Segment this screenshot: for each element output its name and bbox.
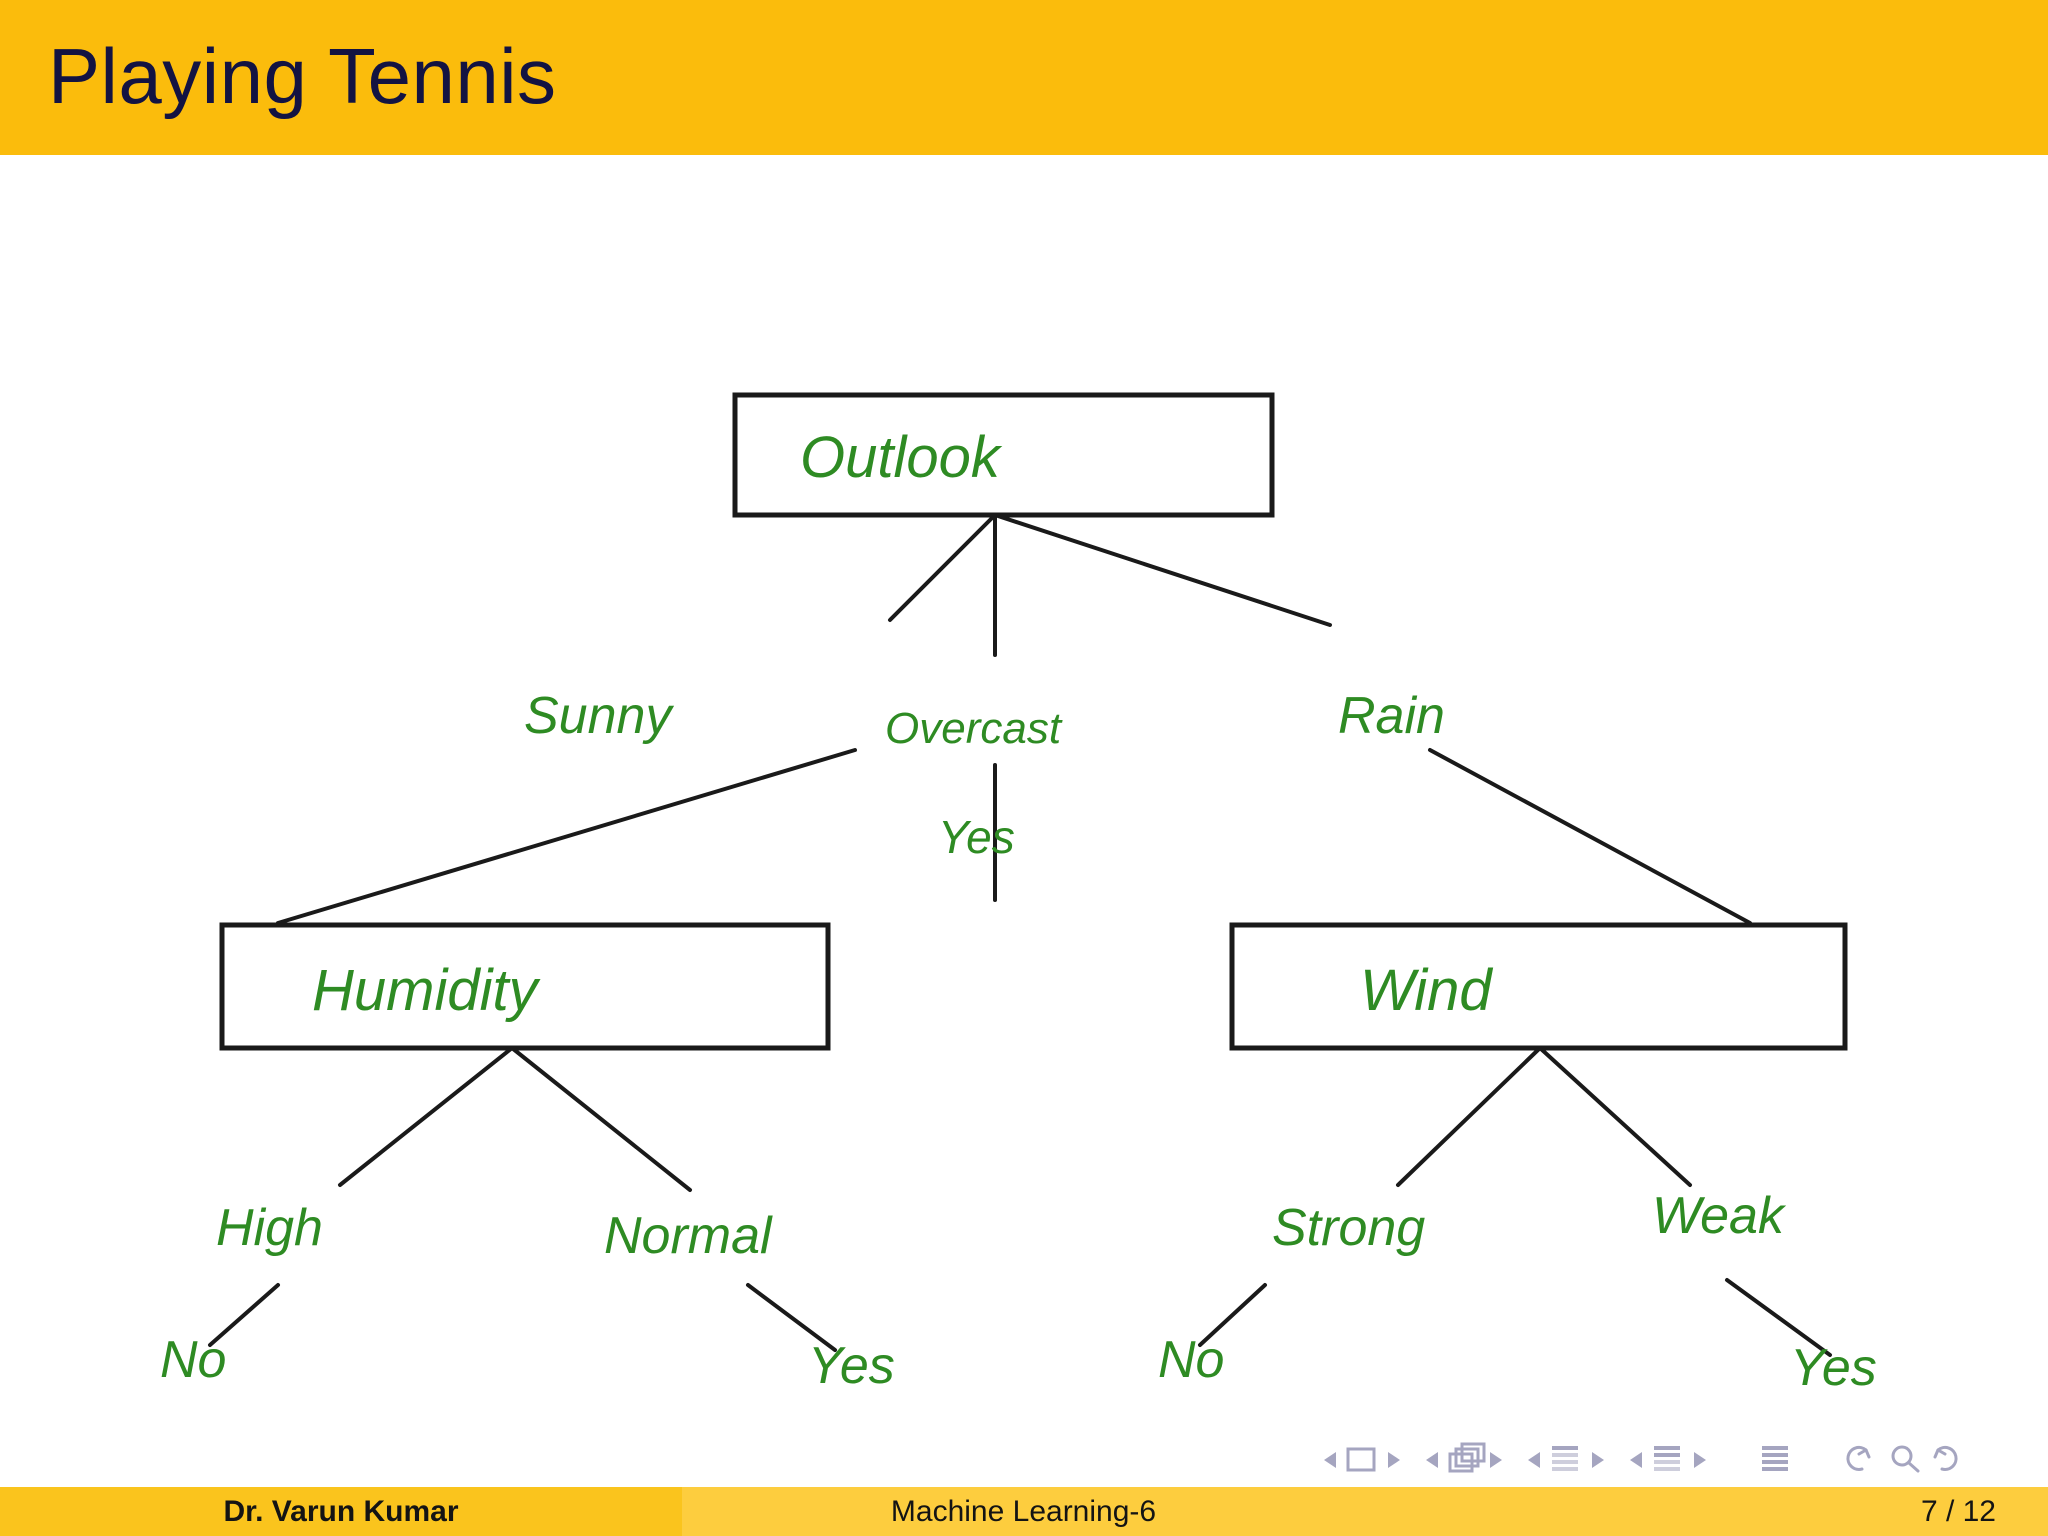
node-label-humidity: Humidity — [312, 958, 541, 1023]
leaf-label-overcast-yes: Yes — [938, 811, 1015, 863]
tree-node-labels: Outlook Humidity Wind — [312, 425, 1493, 1023]
edge-label-rain: Rain — [1338, 687, 1445, 745]
edge-line-wind-strong-upper — [1396, 1046, 1542, 1187]
edge-line-humidity-normal-upper — [510, 1046, 692, 1192]
edge-line-outlook-rain-lower — [1428, 748, 1752, 925]
leaf-label-weak-yes: Yes — [1790, 1339, 1877, 1397]
prev-frame-icon — [1426, 1452, 1438, 1468]
edge-line-outlook-sunny-upper — [888, 513, 997, 622]
back-icon-head — [1857, 1448, 1871, 1459]
tree-edge-labels: Sunny Overcast Rain High Normal Strong W… — [216, 687, 1787, 1265]
edge-label-weak: Weak — [1652, 1187, 1787, 1245]
footer-page-number: 7 / 12 — [1365, 1487, 2048, 1536]
edge-line-wind-strong-lower — [1198, 1283, 1267, 1347]
slide-title-bar: Playing Tennis — [0, 0, 2048, 155]
forward-icon — [1936, 1445, 1958, 1471]
edge-label-overcast: Overcast — [885, 704, 1063, 753]
node-box-wind — [1229, 922, 1848, 1051]
next-frame-icon — [1490, 1452, 1502, 1468]
leaf-label-strong-no: No — [1158, 1331, 1224, 1389]
next-subsection-icon — [1592, 1452, 1604, 1468]
node-label-wind: Wind — [1360, 958, 1493, 1023]
footer-author: Dr. Varun Kumar — [0, 1487, 682, 1536]
next-section-icon — [1694, 1452, 1706, 1468]
slide-icon — [1346, 1447, 1376, 1472]
edge-line-wind-weak-upper — [1538, 1046, 1692, 1187]
slide-footer: Dr. Varun Kumar Machine Learning-6 7 / 1… — [0, 1487, 2048, 1536]
edge-label-strong: Strong — [1272, 1199, 1425, 1257]
node-label-outlook: Outlook — [800, 425, 1003, 490]
node-box-outlook — [732, 392, 1275, 518]
document-icon — [1762, 1446, 1788, 1471]
leaf-label-high-no: No — [160, 1331, 226, 1389]
back-icon — [1846, 1445, 1868, 1471]
search-icon — [1891, 1445, 1913, 1467]
next-slide-icon — [1388, 1452, 1400, 1468]
edge-line-outlook-sunny-lower — [276, 748, 857, 925]
edge-label-high: High — [216, 1199, 323, 1257]
node-box-humidity — [219, 922, 831, 1051]
prev-slide-icon — [1324, 1452, 1336, 1468]
prev-section-icon — [1630, 1452, 1642, 1468]
tree-leaf-labels: Yes No Yes No Yes — [160, 811, 1877, 1397]
edge-line-humidity-high-upper — [338, 1046, 514, 1187]
edge-label-sunny: Sunny — [524, 687, 674, 745]
frame-icon — [1448, 1442, 1486, 1473]
edge-line-humidity-high-lower — [208, 1283, 280, 1347]
decision-tree-diagram: Outlook Humidity Wind Sunny Overcast Rai… — [160, 392, 1877, 1397]
subsection-icon — [1552, 1446, 1578, 1471]
edge-line-humidity-normal-lower — [746, 1283, 837, 1352]
forward-icon-head — [1933, 1448, 1947, 1459]
page-title: Playing Tennis — [48, 32, 557, 120]
tree-edges — [208, 513, 1832, 1357]
edge-line-wind-weak-lower — [1725, 1278, 1832, 1357]
search-icon-handle — [1907, 1461, 1920, 1473]
prev-subsection-icon — [1528, 1452, 1540, 1468]
slide-body: Outlook Humidity Wind Sunny Overcast Rai… — [0, 155, 2048, 1487]
section-icon — [1654, 1446, 1680, 1471]
leaf-label-normal-yes: Yes — [808, 1337, 895, 1395]
edge-line-outlook-rain-upper — [993, 513, 1332, 627]
edge-label-normal: Normal — [604, 1207, 773, 1265]
tree-node-boxes — [219, 392, 1848, 1051]
beamer-navigation-bar[interactable] — [1310, 1436, 2010, 1484]
footer-title: Machine Learning-6 — [682, 1487, 1365, 1536]
